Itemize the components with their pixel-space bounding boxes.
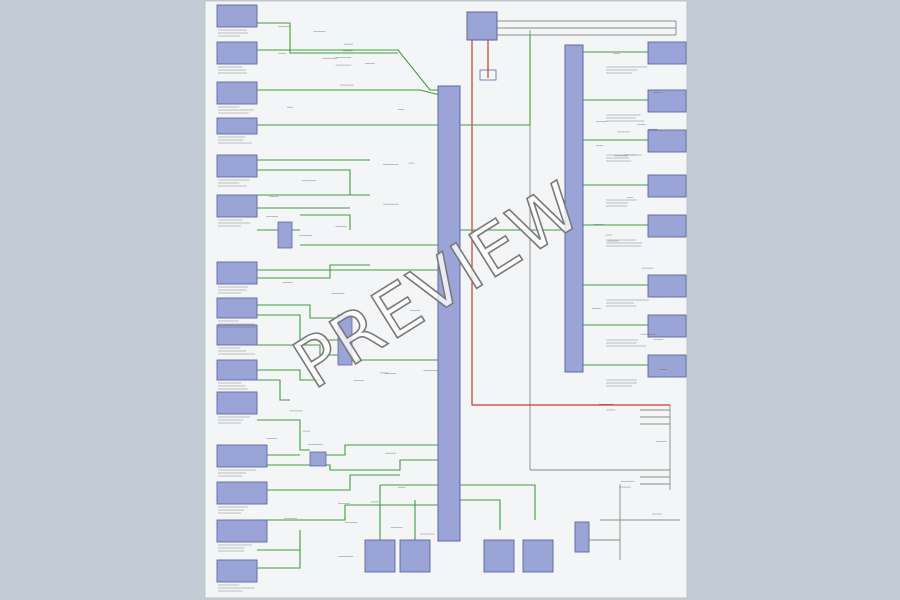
bottom-components xyxy=(364,521,590,573)
illegible-labels xyxy=(218,26,667,592)
power-distribution-box xyxy=(479,69,497,81)
green-wires xyxy=(257,22,648,569)
inline-connector-c xyxy=(309,451,327,467)
inline-connector-a xyxy=(277,221,293,249)
inline-connector-b xyxy=(337,314,353,366)
right-connector-bar xyxy=(564,44,584,373)
right-components xyxy=(647,41,687,378)
top-fuse-box xyxy=(466,11,498,41)
main-connector-bar xyxy=(437,85,461,542)
left-components xyxy=(216,4,268,583)
